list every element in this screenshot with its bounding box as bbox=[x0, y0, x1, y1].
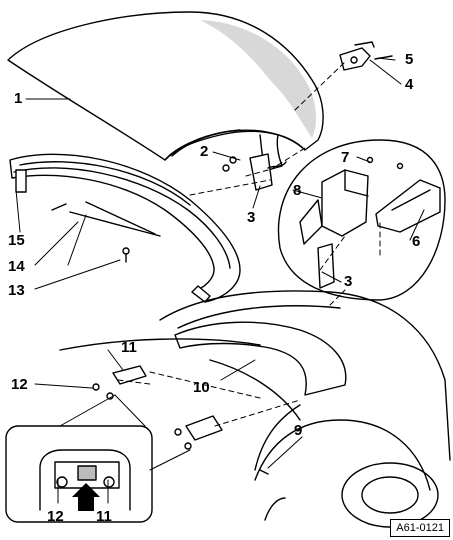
rear-hook-bracket bbox=[339, 41, 393, 71]
direction-arrow-icon bbox=[72, 483, 100, 511]
callout-11-detail: 11 bbox=[96, 508, 112, 525]
inset-pointer-lines bbox=[59, 394, 191, 471]
body-seal-strips bbox=[59, 338, 301, 475]
callout-7: 7 bbox=[341, 149, 350, 166]
hardtop-shell bbox=[7, 11, 324, 171]
callout-11-upper: 11 bbox=[121, 339, 137, 356]
callout-6: 6 bbox=[412, 233, 421, 250]
callout-9: 9 bbox=[294, 422, 303, 439]
callout-12-upper: 12 bbox=[11, 376, 28, 393]
callout-4: 4 bbox=[405, 76, 414, 93]
callout-12-detail: 12 bbox=[47, 508, 64, 525]
callout-3-lower: 3 bbox=[344, 273, 353, 290]
hinge-detail-inset bbox=[277, 139, 446, 301]
bracket-detail-inset bbox=[5, 425, 153, 523]
callout-2: 2 bbox=[200, 143, 209, 160]
callout-13: 13 bbox=[8, 282, 25, 299]
drawing-reference-number: A61-0121 bbox=[390, 519, 450, 537]
car-body-rear bbox=[159, 290, 451, 528]
hinge-upper bbox=[222, 153, 287, 191]
seal-strip bbox=[9, 153, 241, 303]
callout-14: 14 bbox=[8, 258, 25, 275]
callout-5: 5 bbox=[405, 51, 414, 68]
callout-10: 10 bbox=[193, 379, 210, 396]
callout-15: 15 bbox=[8, 232, 25, 249]
leader-lines bbox=[15, 57, 425, 504]
alignment-dashes bbox=[117, 61, 381, 427]
callout-8: 8 bbox=[293, 182, 302, 199]
seal-fasteners bbox=[51, 201, 161, 263]
callout-3-upper: 3 bbox=[247, 209, 256, 226]
callout-1: 1 bbox=[14, 90, 23, 107]
